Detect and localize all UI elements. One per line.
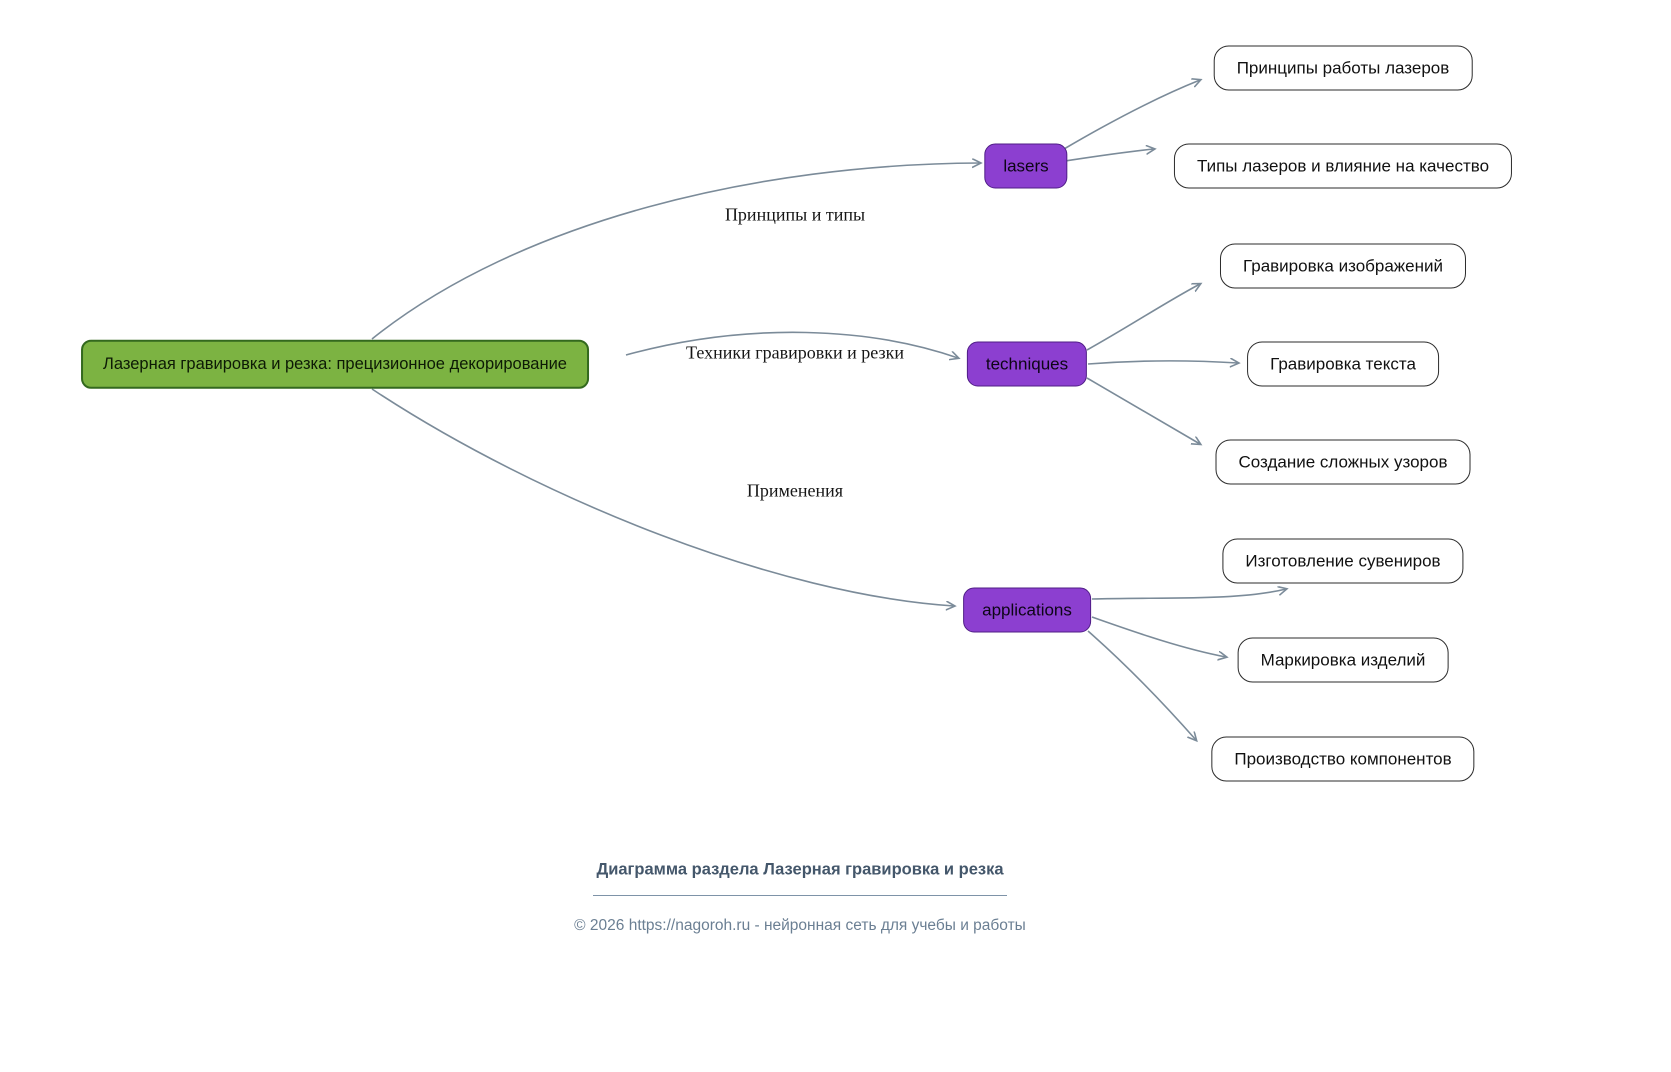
leaf-node: Гравировка текста [1247,341,1439,387]
leaf-node: Маркировка изделий [1237,637,1449,683]
edge-label-lasers: Принципы и типы [724,204,866,225]
leaf-node: Производство компонентов [1211,736,1475,782]
edge-techniques-leaf1 [1086,284,1200,351]
edge-applications-leaf2 [1091,616,1226,657]
leaf-node: Создание сложных узоров [1215,439,1471,485]
branch-node-applications: applications [963,587,1091,633]
edge-label-applications: Применения [746,480,844,501]
edge-applications-leaf3 [1087,630,1196,740]
edge-techniques-leaf2 [1087,361,1238,364]
footer-divider [593,895,1007,896]
edge-techniques-leaf3 [1086,377,1200,444]
edge-root-applications [371,388,954,606]
edge-root-lasers [371,163,980,340]
edge-lasers-leaf1 [1063,80,1200,150]
branch-node-lasers: lasers [984,143,1068,189]
footer-title: Диаграмма раздела Лазерная гравировка и … [596,860,1004,879]
leaf-node: Принципы работы лазеров [1213,45,1473,91]
branch-node-techniques: techniques [966,341,1088,387]
leaf-node: Изготовление сувениров [1222,538,1464,584]
leaf-node: Типы лазеров и влияние на качество [1173,143,1513,189]
leaf-node: Гравировка изображений [1219,243,1467,289]
root-node: Лазерная гравировка и резка: прецизионно… [81,339,589,389]
edge-lasers-leaf2 [1064,149,1154,162]
edge-applications-leaf1 [1091,589,1286,600]
edge-label-techniques: Техники гравировки и резки [686,342,904,363]
footer-copyright: © 2026 https://nagoroh.ru - нейронная се… [574,917,1026,934]
